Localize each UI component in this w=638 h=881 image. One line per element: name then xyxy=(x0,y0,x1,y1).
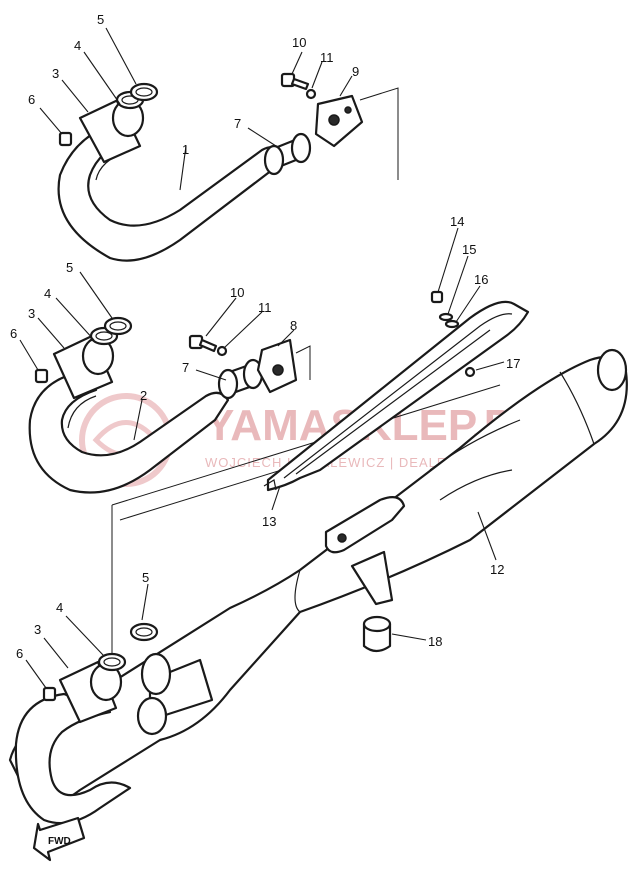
callout-11-middle: 11 xyxy=(258,300,272,315)
callout-8: 8 xyxy=(290,318,297,333)
callout-1: 1 xyxy=(182,142,189,157)
callout-6-upper: 6 xyxy=(28,92,35,107)
callout-5-lower: 5 xyxy=(142,570,149,585)
washer-17 xyxy=(464,366,476,378)
callout-5-middle: 5 xyxy=(66,260,73,275)
callout-2: 2 xyxy=(140,388,147,403)
leader-lines xyxy=(19,27,505,689)
callout-14: 14 xyxy=(450,214,464,229)
clamp-9 xyxy=(314,94,364,148)
gasket-lower xyxy=(129,622,159,642)
gasket-middle xyxy=(103,316,133,336)
callout-labels: 5 4 3 6 7 1 10 11 9 5 4 3 6 7 2 10 11 8 … xyxy=(10,12,520,661)
nut-middle xyxy=(34,368,49,384)
clamp-8 xyxy=(256,338,298,394)
exhaust-flange-lower xyxy=(58,652,127,724)
heat-shield-13 xyxy=(263,300,530,492)
callout-13: 13 xyxy=(262,514,276,529)
muffler-bracket xyxy=(324,495,406,606)
bolt-upper xyxy=(280,72,310,91)
washer-middle xyxy=(216,345,228,357)
exhaust-pipe-lower xyxy=(14,652,214,825)
callout-5-upper: 5 xyxy=(97,12,104,27)
damper-18 xyxy=(362,615,392,653)
callout-18: 18 xyxy=(428,634,442,649)
exhaust-pipe-2 xyxy=(28,370,230,494)
exhaust-joint-middle xyxy=(217,358,264,400)
callout-3-upper: 3 xyxy=(52,66,59,81)
bolt-middle xyxy=(188,334,218,353)
callout-9: 9 xyxy=(352,64,359,79)
gasket-upper xyxy=(129,82,159,102)
callout-4-lower: 4 xyxy=(56,600,63,615)
exhaust-flange-middle xyxy=(52,326,119,400)
callout-3-lower: 3 xyxy=(34,622,41,637)
callout-7-upper: 7 xyxy=(234,116,241,131)
callout-10-middle: 10 xyxy=(230,285,244,300)
nut-lower xyxy=(42,686,57,702)
fwd-label: FWD xyxy=(48,836,71,847)
shield-bolt-set xyxy=(430,290,460,329)
callout-3-middle: 3 xyxy=(28,306,35,321)
exhaust-joint-upper xyxy=(263,132,312,176)
washer-upper xyxy=(305,88,317,100)
callout-17: 17 xyxy=(506,356,520,371)
callout-11-upper: 11 xyxy=(320,50,334,65)
callout-6-lower: 6 xyxy=(16,646,23,661)
callout-15: 15 xyxy=(462,242,476,257)
callout-7-middle: 7 xyxy=(182,360,189,375)
callout-12: 12 xyxy=(490,562,504,577)
nut-upper xyxy=(58,131,73,147)
callout-6-middle: 6 xyxy=(10,326,17,341)
callout-4-upper: 4 xyxy=(74,38,81,53)
callout-10-upper: 10 xyxy=(292,35,306,50)
exhaust-flange-upper xyxy=(78,90,145,164)
callout-4-middle: 4 xyxy=(44,286,51,301)
callout-16: 16 xyxy=(474,272,488,287)
forward-arrow: FWD xyxy=(32,816,86,862)
